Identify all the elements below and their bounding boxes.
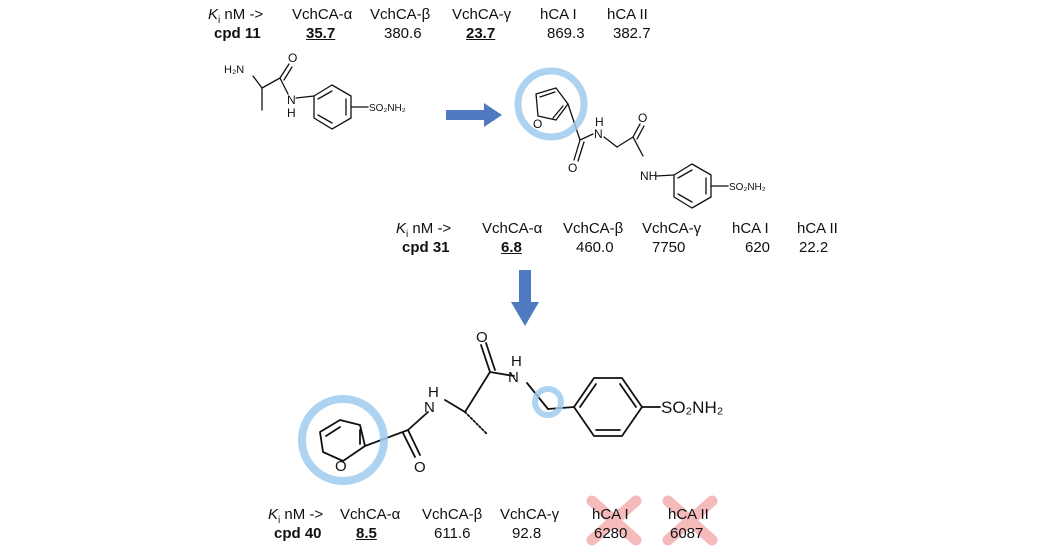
atom-label: O (533, 117, 542, 131)
value-cell: 23.7 (466, 25, 496, 42)
atom-label: O (476, 329, 488, 346)
atom-label: O (288, 51, 297, 65)
atom-label: N (594, 127, 603, 141)
arrow-right (446, 103, 502, 127)
highlight-ring (514, 67, 588, 141)
col-hca2: hCA II (607, 6, 648, 23)
arrow-down (511, 270, 539, 326)
atom-label: O (568, 161, 577, 175)
atom-label: N (287, 93, 296, 107)
molecule-cpd11 (252, 63, 369, 130)
col-vchca-alpha: VchCA-α (340, 506, 401, 523)
ki-label: Ki nM -> (268, 506, 324, 526)
highlight-ring (532, 386, 564, 418)
value-cell: 35.7 (306, 25, 336, 42)
value-cell: 6.8 (501, 239, 522, 256)
value-cell: 869.3 (547, 25, 585, 42)
value-cell: 620 (745, 239, 771, 256)
molecule-cpd40 (319, 342, 661, 462)
atom-label: SO₂NH₂ (369, 103, 406, 114)
col-hca1: hCA I (592, 506, 629, 523)
atom-label: O (335, 458, 347, 475)
cross-mark (586, 495, 642, 546)
molecule-cpd31 (535, 87, 729, 209)
col-hca2: hCA II (797, 220, 838, 237)
value-cell: 6280 (594, 525, 628, 542)
atom-label: H (428, 384, 439, 401)
atom-label: NH (640, 169, 657, 183)
col-vchca-beta: VchCA-β (563, 220, 624, 237)
cross-mark (662, 495, 718, 546)
value-cell: 92.8 (512, 525, 542, 542)
col-vchca-gamma: VchCA-γ (500, 506, 560, 523)
col-vchca-gamma: VchCA-γ (452, 6, 512, 23)
value-cell: 8.5 (356, 525, 377, 542)
value-cell: 6087 (670, 525, 704, 542)
col-vchca-alpha: VchCA-α (292, 6, 353, 23)
atom-label: N (424, 399, 435, 416)
highlight-ring (298, 395, 388, 485)
col-vchca-gamma: VchCA-γ (642, 220, 702, 237)
value-cell: 22.2 (799, 239, 829, 256)
compound-name: cpd 11 (214, 25, 261, 42)
atom-label: H (595, 115, 604, 129)
atom-label: SO₂NH₂ (729, 182, 766, 193)
ki-table-cpd11: Ki nM -> VchCA-α VchCA-β VchCA-γ hCA I h… (0, 0, 1054, 46)
atom-label: H₂N (224, 64, 244, 76)
value-cell: 611.6 (434, 525, 471, 542)
value-cell: 7750 (652, 239, 686, 256)
col-hca1: hCA I (540, 6, 577, 23)
atom-label: O (638, 111, 647, 125)
ki-label: Ki nM -> (208, 6, 264, 26)
value-cell: 460.0 (576, 239, 614, 256)
atom-label: N (508, 369, 519, 386)
col-vchca-beta: VchCA-β (422, 506, 483, 523)
col-hca2: hCA II (668, 506, 709, 523)
col-vchca-beta: VchCA-β (370, 6, 431, 23)
ki-table-cpd31: Ki nM -> VchCA-α VchCA-β VchCA-γ hCA I h… (0, 0, 1054, 260)
atom-label: H (287, 106, 296, 120)
value-cell: 382.7 (613, 25, 651, 42)
compound-name: cpd 31 (402, 239, 450, 256)
atom-label: SO₂NH₂ (661, 398, 723, 417)
col-hca1: hCA I (732, 220, 769, 237)
compound-name: cpd 40 (274, 525, 322, 542)
atom-label: H (511, 353, 522, 370)
value-cell: 380.6 (384, 25, 422, 42)
col-vchca-alpha: VchCA-α (482, 220, 543, 237)
ki-label: Ki nM -> (396, 220, 452, 240)
atom-label: O (414, 459, 426, 476)
